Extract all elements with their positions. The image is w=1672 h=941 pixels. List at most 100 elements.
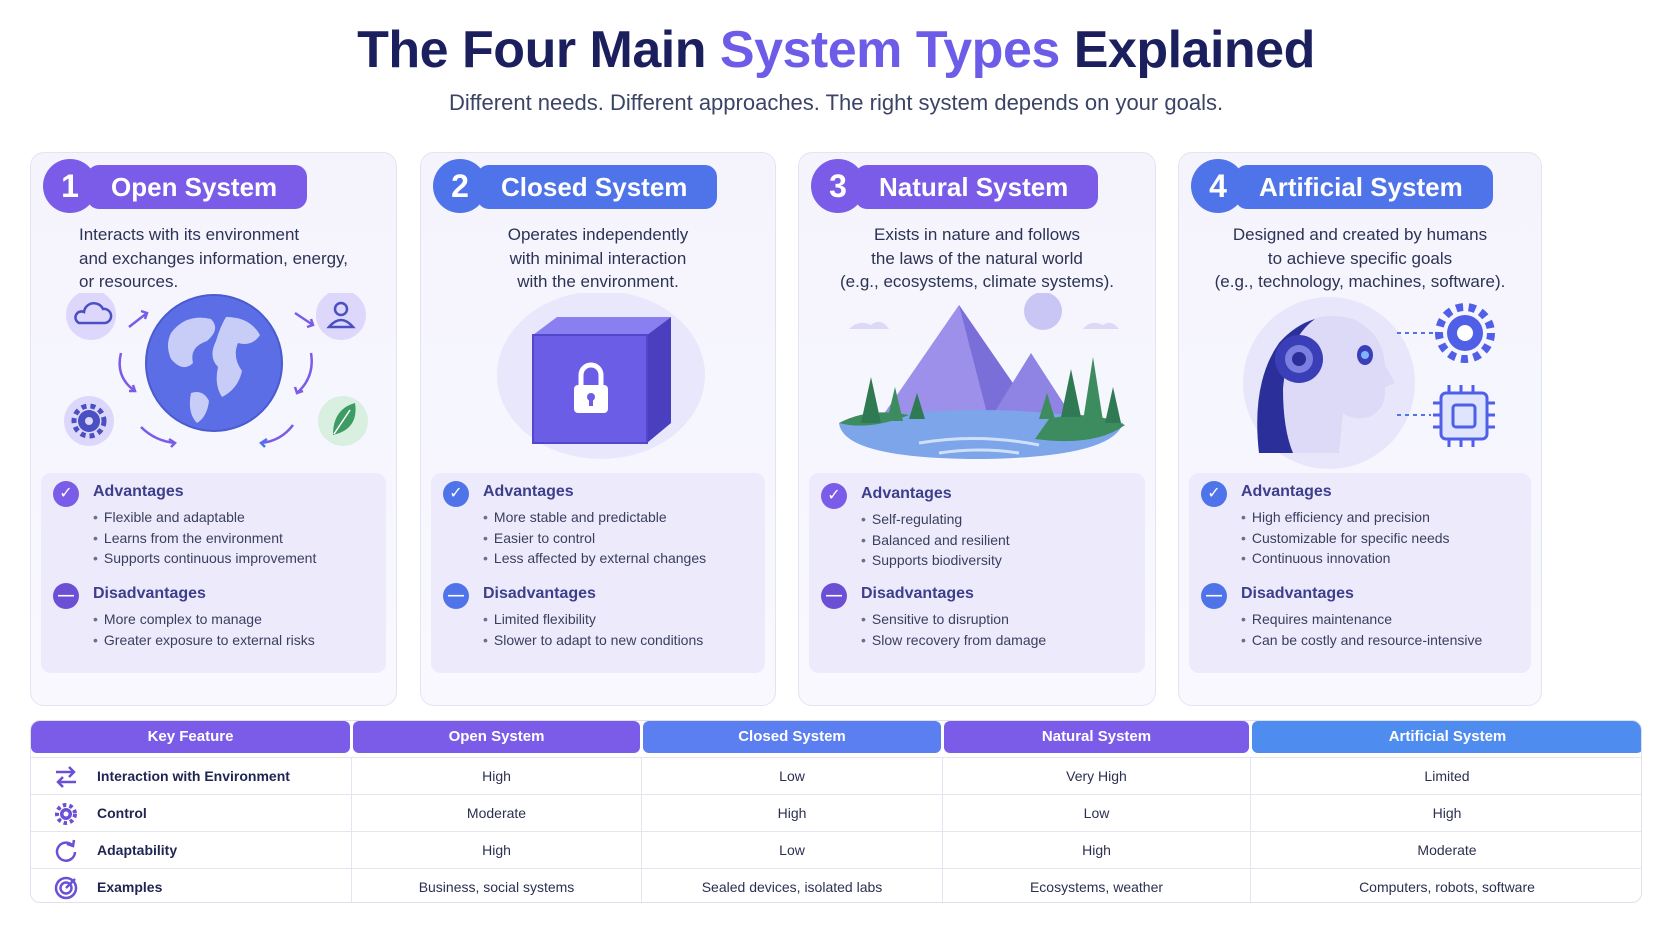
system-cards: 1 Open System Interacts with its environ… [30, 152, 1642, 706]
disadvantages-title: Disadvantages [861, 585, 974, 602]
card-artificial-system: 4 Artificial System Designed and created… [1178, 152, 1542, 706]
feature-cell: Control [31, 795, 351, 832]
feature-label: Control [97, 805, 147, 821]
card-description: Operates independently with minimal inte… [441, 223, 755, 294]
minus-icon: — [1201, 583, 1227, 609]
list-item: Supports continuous improvement [93, 548, 316, 569]
list-item: Easier to control [483, 528, 706, 549]
table-cell: Low [942, 795, 1250, 832]
check-icon: ✓ [53, 481, 79, 507]
list-item: Slower to adapt to new conditions [483, 630, 703, 651]
advantages-list: Flexible and adaptable Learns from the e… [93, 507, 316, 569]
refresh-cycle-icon [55, 839, 77, 862]
table-header: Key Feature Open System Closed System Na… [31, 721, 1641, 753]
list-item: Flexible and adaptable [93, 507, 316, 528]
table-row: Interaction with Environment High Low Ve… [31, 757, 1641, 795]
header-key-feature: Key Feature [31, 721, 350, 753]
target-icon [54, 876, 78, 900]
check-icon: ✓ [443, 481, 469, 507]
card-illustration [1179, 293, 1541, 633]
description-line: to achieve specific goals [1267, 248, 1453, 268]
card-illustration [799, 293, 1155, 633]
feature-label: Adaptability [97, 842, 178, 858]
pros-cons-panel: ✓ Advantages Self-regulating Balanced an… [809, 473, 1145, 673]
card-number: 1 [43, 159, 97, 213]
table-cell: High [351, 758, 641, 795]
description-line: with the environment. [517, 272, 679, 291]
table-row: Examples Business, social systems Sealed… [31, 868, 1641, 902]
description-line: with minimal interaction [509, 248, 687, 268]
feature-cell: Adaptability [31, 832, 351, 869]
disadvantages-list: More complex to manage Greater exposure … [93, 609, 315, 650]
list-item: Greater exposure to external risks [93, 630, 315, 651]
open-system-illustration [64, 293, 368, 448]
card-illustration [421, 293, 775, 633]
description-line: Designed and created by humans [1232, 225, 1488, 244]
list-item: Slow recovery from damage [861, 630, 1046, 651]
advantages-title: Advantages [1241, 483, 1332, 500]
list-item: Learns from the environment [93, 528, 316, 549]
description-line: or resources. [79, 272, 179, 291]
disadvantages-title: Disadvantages [483, 585, 596, 602]
gear-icon [1435, 303, 1495, 363]
card-natural-system: 3 Natural System Exists in nature and fo… [798, 152, 1156, 706]
header-artificial-system: Artificial System [1252, 721, 1641, 753]
table-cell: High [942, 832, 1250, 869]
header-natural-system: Natural System [944, 721, 1249, 753]
table-cell: Moderate [1250, 832, 1641, 869]
advantages-title: Advantages [483, 483, 574, 500]
page-subtitle: Different needs. Different approaches. T… [448, 90, 1224, 115]
title-part-1: The Four Main [357, 21, 720, 79]
minus-icon: — [821, 583, 847, 609]
card-number: 2 [433, 159, 487, 213]
card-open-system: 1 Open System Interacts with its environ… [30, 152, 397, 706]
leaf-icon [318, 396, 368, 446]
globe-icon [145, 294, 283, 432]
natural-system-illustration [839, 293, 1125, 459]
card-number: 4 [1191, 159, 1245, 213]
feature-cell: Interaction with Environment [31, 758, 351, 795]
list-item: Continuous innovation [1241, 548, 1450, 569]
check-icon: ✓ [1201, 481, 1227, 507]
table-cell: Computers, robots, software [1250, 869, 1641, 902]
card-title: Natural System [855, 165, 1099, 209]
list-item: More complex to manage [93, 609, 315, 630]
card-title: Open System [87, 165, 308, 209]
list-item: Supports biodiversity [861, 550, 1010, 571]
exchange-arrows-icon [56, 766, 76, 788]
gear-icon [64, 396, 114, 446]
card-title: Artificial System [1235, 165, 1493, 209]
table-cell: High [351, 832, 641, 869]
table-cell: Very High [942, 758, 1250, 795]
minus-icon: — [443, 583, 469, 609]
feature-cell: Examples [31, 869, 351, 902]
table-cell: Moderate [351, 795, 641, 832]
list-item: Requires maintenance [1241, 609, 1482, 630]
table-row: Control Moderate High Low High [31, 794, 1641, 832]
robot-head-icon [1243, 297, 1415, 469]
card-illustration [31, 293, 396, 633]
description-line: Exists in nature and follows [874, 225, 1080, 244]
card-description: Designed and created by humans to achiev… [1199, 223, 1521, 294]
table-cell: Limited [1250, 758, 1641, 795]
description-line: (e.g., technology, machines, software). [1214, 272, 1506, 291]
pros-cons-panel: ✓ Advantages Flexible and adaptable Lear… [41, 473, 386, 673]
comparison-table: Key Feature Open System Closed System Na… [30, 720, 1642, 903]
list-item: Self-regulating [861, 509, 1010, 530]
list-item: Limited flexibility [483, 609, 703, 630]
cloud-icon [66, 293, 116, 340]
description-line: Operates independently [507, 225, 689, 244]
locked-box-icon [532, 317, 671, 444]
disadvantages-list: Sensitive to disruption Slow recovery fr… [861, 609, 1046, 650]
table-cell: Ecosystems, weather [942, 869, 1250, 902]
table-cell: Sealed devices, isolated labs [641, 869, 942, 902]
card-title: Closed System [477, 165, 718, 209]
description-line: the laws of the natural world [871, 248, 1083, 268]
advantages-list: Self-regulating Balanced and resilient S… [861, 509, 1010, 571]
description-line: (e.g., ecosystems, climate systems). [840, 272, 1114, 291]
advantages-list: More stable and predictable Easier to co… [483, 507, 706, 569]
card-number: 3 [811, 159, 865, 213]
list-item: Less affected by external changes [483, 548, 706, 569]
disadvantages-list: Requires maintenance Can be costly and r… [1241, 609, 1482, 650]
advantages-title: Advantages [861, 485, 952, 502]
